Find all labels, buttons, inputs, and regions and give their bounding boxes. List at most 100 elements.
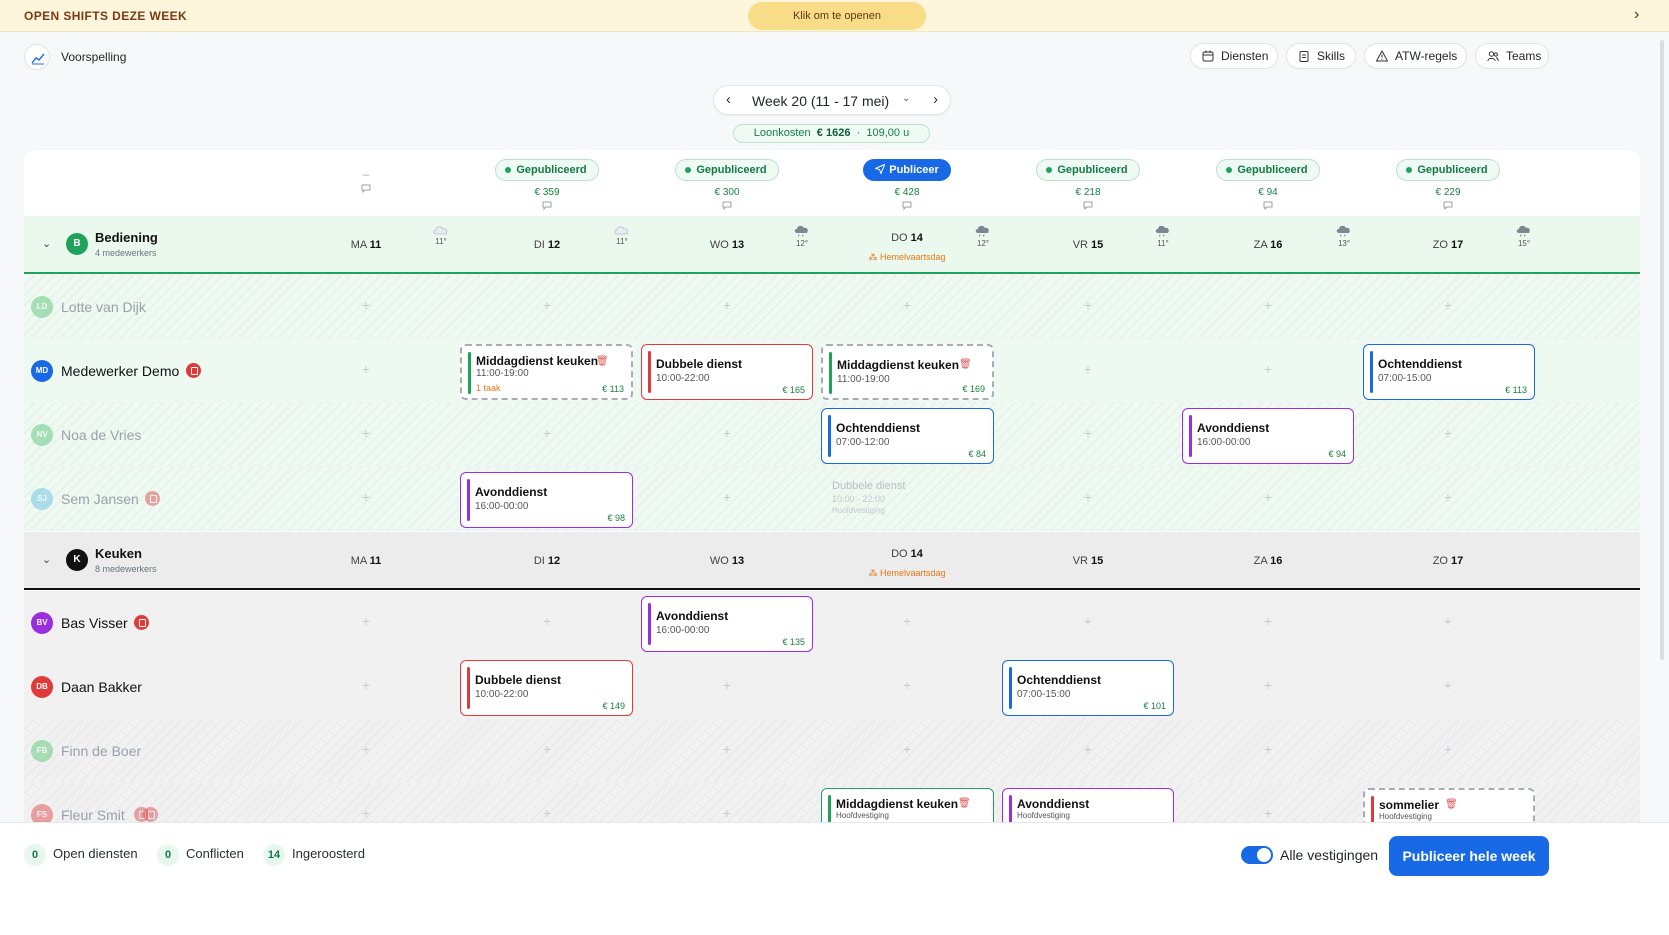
shift-card[interactable]: Avonddienst 16:00-00:00 € 94 <box>1182 408 1354 464</box>
chevron-down-icon[interactable]: ⌄ <box>902 93 911 104</box>
add-shift-button[interactable]: + <box>1443 677 1453 693</box>
add-shift-button[interactable]: + <box>361 361 371 377</box>
message-icon[interactable] <box>811 201 1003 213</box>
add-shift-button[interactable]: + <box>361 297 371 313</box>
add-shift-button[interactable]: + <box>722 741 732 757</box>
add-shift-button[interactable]: + <box>1083 425 1093 441</box>
trash-icon[interactable]: 🗑 <box>596 356 609 367</box>
add-shift-button[interactable]: + <box>542 805 552 821</box>
shift-card[interactable]: Ochtenddienst 07:00-15:00 € 101 <box>1002 660 1174 716</box>
add-shift-button[interactable]: + <box>1263 741 1273 757</box>
open-banner-button[interactable]: Klik om te openen <box>748 2 926 30</box>
add-shift-button[interactable]: + <box>1263 613 1273 629</box>
add-shift-button[interactable]: + <box>542 425 552 441</box>
add-shift-button[interactable]: + <box>1263 297 1273 313</box>
add-shift-button[interactable]: + <box>1083 297 1093 313</box>
add-shift-button[interactable]: + <box>1443 613 1453 629</box>
add-shift-button[interactable]: + <box>542 613 552 629</box>
add-shift-button[interactable]: + <box>1083 741 1093 757</box>
add-shift-button[interactable]: + <box>902 677 912 693</box>
chevron-down-icon[interactable]: ⌄ <box>42 554 52 566</box>
add-shift-button[interactable]: + <box>542 297 552 313</box>
trash-icon[interactable]: 🗑 <box>1445 799 1458 810</box>
shift-card[interactable]: Middagdienst keuken 🗑 11:00-19:00 € 169 <box>821 344 994 400</box>
employee-name[interactable]: Finn de Boer <box>61 743 142 759</box>
week-label[interactable]: Week 20 (11 - 17 mei) <box>752 93 890 109</box>
add-shift-button[interactable]: + <box>1083 613 1093 629</box>
add-shift-button[interactable]: + <box>902 741 912 757</box>
all-locations-toggle[interactable] <box>1241 846 1273 864</box>
add-shift-button[interactable]: + <box>1083 361 1093 377</box>
add-shift-button[interactable]: + <box>722 677 732 693</box>
message-icon[interactable] <box>1352 201 1544 213</box>
scrollbar[interactable] <box>1660 40 1664 660</box>
message-icon[interactable] <box>270 184 462 196</box>
employee-name[interactable]: Medewerker Demo <box>61 363 180 379</box>
employee-name[interactable]: Lotte van Dijk <box>61 299 146 315</box>
status-badge-published[interactable]: Gepubliceerd <box>1036 159 1140 181</box>
add-shift-button[interactable]: + <box>361 805 371 821</box>
add-shift-button[interactable]: + <box>902 613 912 629</box>
employee-name[interactable]: Bas Visser <box>61 615 128 631</box>
shift-card[interactable]: Dubbele dienst 10:00-22:00 € 165 <box>641 344 813 400</box>
chart-line-icon[interactable] <box>24 44 50 70</box>
publish-day-button[interactable]: Publiceer <box>863 159 951 181</box>
employee-name[interactable]: Daan Bakker <box>61 679 142 695</box>
message-icon[interactable] <box>992 201 1184 213</box>
add-shift-button[interactable]: + <box>1443 297 1453 313</box>
employee-name[interactable]: Fleur Smit <box>61 807 125 823</box>
skills-button[interactable]: Skills <box>1286 43 1356 69</box>
team-header-bediening[interactable]: ⌄ B Bediening 4 medewerkers MA 11 DI 12 … <box>24 216 1640 274</box>
add-shift-button[interactable]: + <box>1263 805 1273 821</box>
forecast-label[interactable]: Voorspelling <box>61 50 127 64</box>
status-badge-published[interactable]: Gepubliceerd <box>495 159 599 181</box>
add-shift-button[interactable]: + <box>722 489 732 505</box>
add-shift-button[interactable]: + <box>722 425 732 441</box>
add-shift-button[interactable]: + <box>1263 361 1273 377</box>
add-shift-button[interactable]: + <box>1083 489 1093 505</box>
status-badge-published[interactable]: Gepubliceerd <box>1216 159 1320 181</box>
add-shift-button[interactable]: + <box>722 297 732 313</box>
add-shift-button[interactable]: + <box>361 741 371 757</box>
publish-week-button[interactable]: Publiceer hele week <box>1389 836 1549 876</box>
status-badge-published[interactable]: Gepubliceerd <box>675 159 779 181</box>
availability-flag-icon[interactable] <box>143 807 158 822</box>
add-shift-button[interactable]: + <box>722 805 732 821</box>
week-selector[interactable]: ‹ Week 20 (11 - 17 mei) ⌄ › <box>713 85 951 115</box>
message-icon[interactable] <box>1172 201 1364 213</box>
add-shift-button[interactable]: + <box>361 425 371 441</box>
employee-name[interactable]: Sem Jansen <box>61 491 139 507</box>
shift-card-ghost[interactable]: Dubbele dienst 10:00 - 22:00 Hoofdvestig… <box>821 476 994 522</box>
shift-card[interactable]: Avonddienst 16:00-00:00 € 98 <box>460 472 633 528</box>
add-shift-button[interactable]: + <box>361 613 371 629</box>
team-header-keuken[interactable]: ⌄ K Keuken 8 medewerkers MA 11 DI 12 WO … <box>24 532 1640 590</box>
shift-card[interactable]: Middagdienst keuken 🗑 11:00-19:00 1 taak… <box>460 344 633 400</box>
status-badge-published[interactable]: Gepubliceerd <box>1396 159 1500 181</box>
add-shift-button[interactable]: + <box>1263 489 1273 505</box>
add-shift-button[interactable]: + <box>361 489 371 505</box>
chevron-down-icon[interactable]: ⌄ <box>42 238 52 250</box>
employee-name[interactable]: Noa de Vries <box>61 427 142 443</box>
add-shift-button[interactable]: + <box>902 297 912 313</box>
chevron-left-icon[interactable]: ‹ <box>726 91 731 108</box>
chevron-right-icon[interactable]: › <box>1634 6 1640 23</box>
add-shift-button[interactable]: + <box>1263 677 1273 693</box>
shift-card[interactable]: Dubbele dienst 10:00-22:00 € 149 <box>460 660 633 716</box>
add-shift-button[interactable]: + <box>1443 489 1453 505</box>
add-shift-button[interactable]: + <box>361 677 371 693</box>
chevron-right-icon[interactable]: › <box>933 91 938 108</box>
availability-flag-icon[interactable] <box>134 615 149 630</box>
add-shift-button[interactable]: + <box>1443 741 1453 757</box>
availability-flag-icon[interactable] <box>145 491 160 506</box>
open-shifts-banner[interactable]: OPEN SHIFTS DEZE WEEK Klik om te openen … <box>0 0 1669 32</box>
availability-flag-icon[interactable] <box>134 807 149 822</box>
atw-rules-button[interactable]: ATW-regels <box>1364 43 1467 69</box>
teams-button[interactable]: Teams <box>1475 43 1549 69</box>
trash-icon[interactable]: 🗑 <box>958 798 971 809</box>
shift-card[interactable]: Ochtenddienst 07:00-15:00 € 113 <box>1363 344 1535 400</box>
availability-flag-icon[interactable] <box>186 363 201 378</box>
shift-card[interactable]: Ochtenddienst 07:00-12:00 € 84 <box>821 408 994 464</box>
add-shift-button[interactable]: + <box>542 741 552 757</box>
